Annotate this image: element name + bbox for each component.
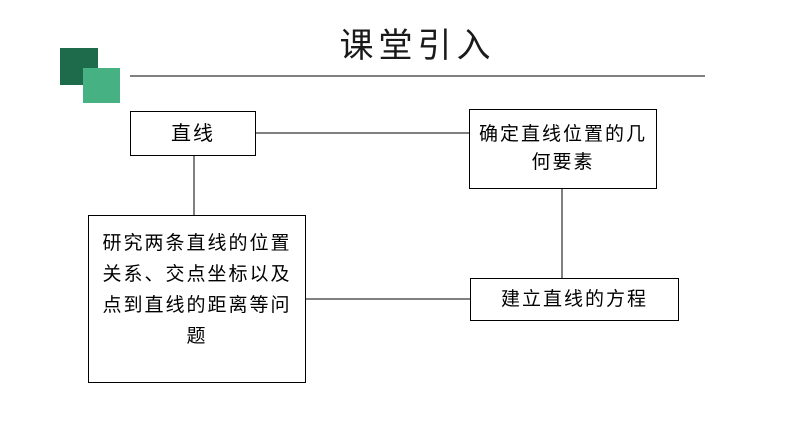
flowchart-node-equation: 建立直线的方程 xyxy=(470,278,679,321)
decorative-square-light xyxy=(83,68,120,103)
connector-line-to-problems xyxy=(193,155,195,216)
flowchart-node-equation-label: 建立直线的方程 xyxy=(500,288,648,310)
flowchart-node-line: 直线 xyxy=(130,111,256,156)
flowchart-node-problems: 研究两条直线的位置关系、交点坐标以及点到直线的距离等问题 xyxy=(88,215,306,383)
flowchart-node-problems-label: 研究两条直线的位置关系、交点坐标以及点到直线的距离等问题 xyxy=(102,233,292,347)
connector-line-to-elements xyxy=(256,132,470,134)
title-divider xyxy=(130,75,705,77)
connector-equation-to-problems xyxy=(306,298,471,300)
flowchart-node-elements-label: 确定直线位置的几何要素 xyxy=(478,124,647,173)
page-title: 课堂引入 xyxy=(339,28,496,65)
flowchart-node-elements: 确定直线位置的几何要素 xyxy=(469,109,657,189)
flowchart-node-line-label: 直线 xyxy=(171,122,215,145)
connector-elements-to-equation xyxy=(561,188,563,279)
